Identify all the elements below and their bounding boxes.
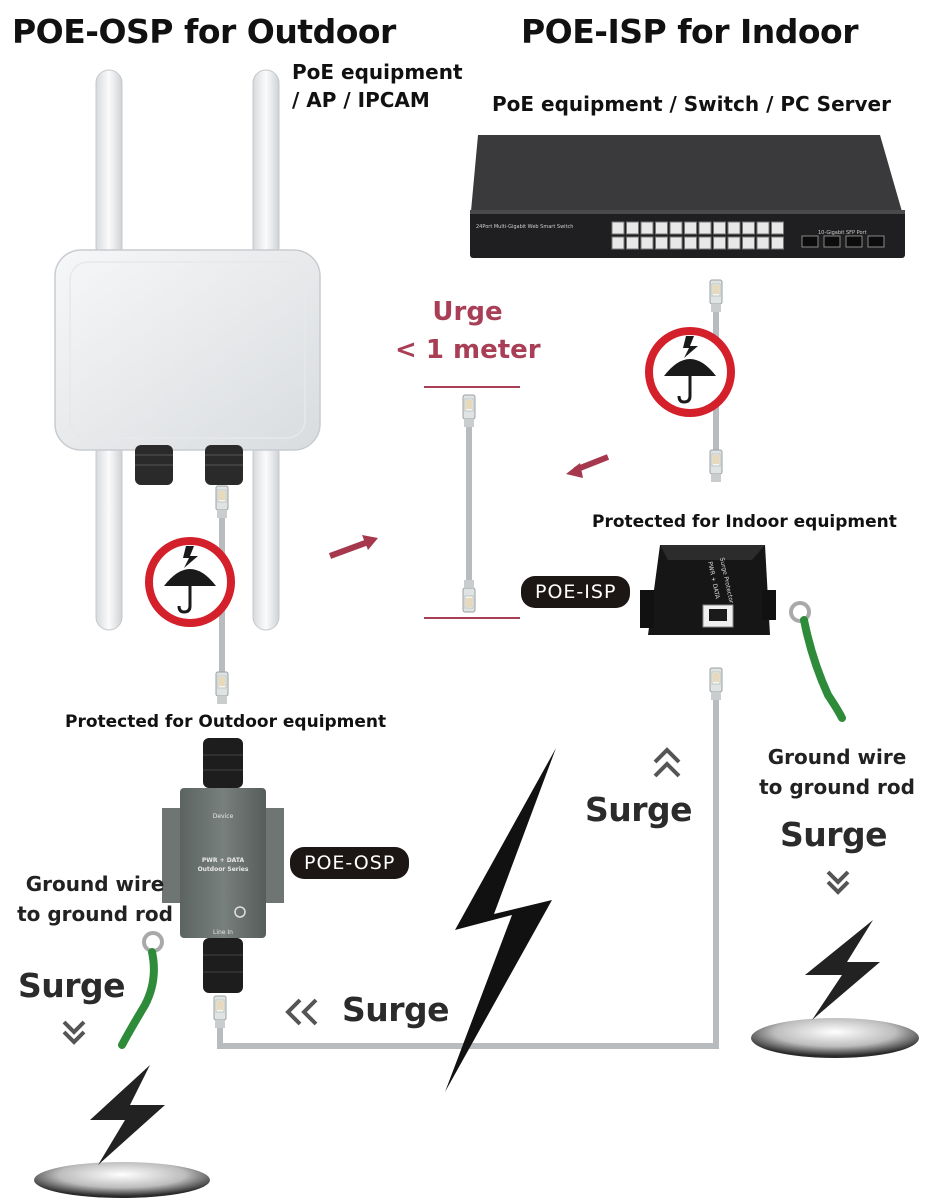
- no-surge-umbrella-icon-indoor: [649, 331, 731, 413]
- rj45-connector-switch-lower: [709, 449, 723, 483]
- ground-bolt-icon-left: [90, 1065, 165, 1165]
- outdoor-equipment-caption-1: PoE equipment: [292, 60, 463, 84]
- chevron-down-icon-right: [826, 870, 850, 894]
- ground-wire-right-1: Ground wire: [767, 745, 907, 769]
- protected-indoor-caption: Protected for Indoor equipment: [592, 512, 897, 532]
- switch-sfp-text: 10-Gigabit SFP Port: [818, 230, 867, 236]
- outdoor-access-point: [54, 69, 321, 631]
- ground-pad-right: [751, 1018, 919, 1058]
- rj45-connector-switch: [709, 279, 723, 313]
- surge-label-right: Surge: [780, 815, 888, 854]
- ground-wire-outdoor: [118, 931, 164, 1049]
- rj45-connector-patch-bottom: [462, 579, 476, 613]
- switch-port: [771, 236, 784, 250]
- ground-wire-left-1: Ground wire: [25, 872, 165, 896]
- poe-osp-label: POE-OSP: [290, 847, 410, 879]
- chevron-up-icon: [653, 747, 681, 778]
- poe-isp-label: POE-ISP: [521, 576, 631, 608]
- ground-bolt-icon-right: [805, 920, 880, 1020]
- switch-port: [684, 221, 697, 235]
- ground-wire-indoor: [789, 601, 846, 722]
- rj45-connector-patch-top: [462, 394, 476, 428]
- lightning-bolt-icon: [445, 748, 556, 1092]
- osp-device-text: Device: [213, 813, 234, 820]
- surge-label-up: Surge: [585, 790, 693, 829]
- rj45-connector-isp-out: [709, 667, 723, 701]
- switch-port: [742, 236, 755, 250]
- switch-port: [698, 236, 712, 250]
- no-surge-umbrella-icon-outdoor: [149, 541, 231, 623]
- osp-mid-text: PWR + DATA: [202, 857, 245, 864]
- switch-port-array: [611, 221, 885, 250]
- poe-osp-device: [162, 738, 284, 993]
- switch-port: [756, 221, 770, 235]
- protected-outdoor-caption: Protected for Outdoor equipment: [65, 712, 387, 732]
- switch-port: [611, 236, 625, 250]
- switch-port: [626, 236, 639, 250]
- surge-label-left: Surge: [18, 966, 126, 1005]
- switch-port: [669, 221, 683, 235]
- switch-port: [626, 221, 639, 235]
- chevron-left-icon: [285, 998, 318, 1026]
- rj45-connector-ap-lower: [215, 671, 229, 705]
- arrow-to-patch: [328, 539, 370, 559]
- switch-port: [640, 236, 654, 250]
- switch-port: [742, 221, 755, 235]
- switch-sfp-port: [823, 235, 841, 248]
- switch-port: [698, 221, 712, 235]
- switch-port: [611, 221, 625, 235]
- urge-distance-label: < 1 meter: [395, 335, 541, 365]
- rj45-connector-ap: [215, 485, 229, 519]
- rj45-connector-osp-out: [213, 995, 227, 1029]
- osp-line-in-text: Line In: [213, 929, 233, 936]
- switch-port: [756, 236, 770, 250]
- urge-label: Urge: [432, 297, 503, 327]
- switch-sfp-port: [867, 235, 885, 248]
- switch-port: [640, 221, 654, 235]
- switch-port: [655, 221, 668, 235]
- switch-port: [684, 236, 697, 250]
- switch-model-text: 24Port Multi-Gigabit Web Smart Switch: [476, 224, 573, 230]
- switch-port: [727, 236, 741, 250]
- switch-port: [771, 221, 784, 235]
- switch-port: [655, 236, 668, 250]
- title-indoor: POE-ISP for Indoor: [521, 12, 859, 51]
- osp-mid-text-2: Outdoor Series: [198, 866, 249, 873]
- ground-wire-left-2: to ground rod: [17, 902, 173, 926]
- poe-isp-device: [640, 545, 776, 635]
- switch-port: [713, 236, 726, 250]
- switch-sfp-port: [801, 235, 819, 248]
- outdoor-equipment-caption-2: / AP / IPCAM: [292, 88, 430, 112]
- switch-port: [713, 221, 726, 235]
- chevron-down-icon-left: [62, 1020, 86, 1044]
- ground-wire-right-2: to ground rod: [759, 775, 915, 799]
- switch-sfp-port: [845, 235, 863, 248]
- switch-port: [727, 221, 741, 235]
- switch-port: [669, 236, 683, 250]
- indoor-equipment-caption: PoE equipment / Switch / PC Server: [492, 92, 891, 116]
- title-outdoor: POE-OSP for Outdoor: [12, 12, 396, 51]
- ground-pad-left: [34, 1162, 210, 1198]
- surge-label-bottom: Surge: [342, 990, 450, 1029]
